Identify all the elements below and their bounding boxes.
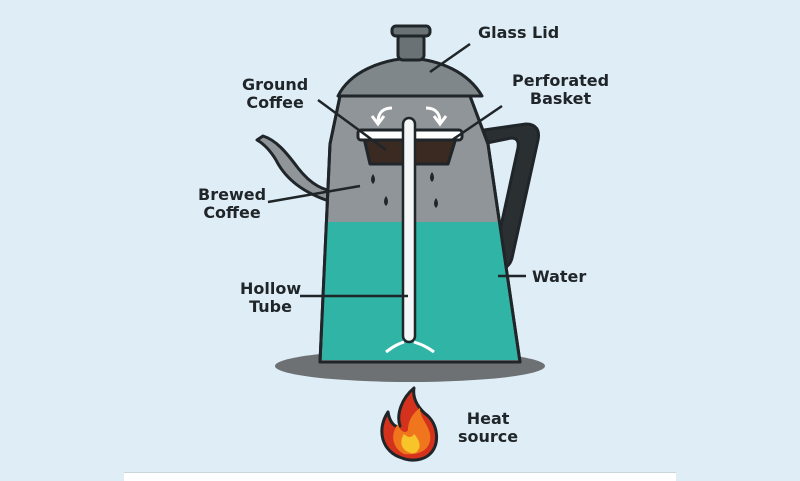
bubble-arrows (385, 340, 435, 354)
label-glass-lid: Glass Lid (478, 23, 560, 42)
hollow-tube (401, 116, 417, 344)
flow-arrow-left (376, 106, 393, 123)
glass-lid (336, 56, 484, 98)
lid-knob (396, 32, 426, 62)
leader-lines (267, 42, 526, 298)
label-ground-coffee: Ground Coffee (242, 75, 309, 112)
label-heat-source: Heat source (458, 409, 519, 446)
label-perforated-basket: Perforated Basket (512, 71, 610, 108)
coffee-drops (371, 172, 438, 208)
water (322, 222, 518, 360)
flow-arrow-right (425, 106, 442, 123)
flame-icon (380, 386, 438, 462)
label-hollow-tube: Hollow Tube (240, 279, 302, 316)
spout (255, 134, 338, 204)
label-brewed-coffee: Brewed Coffee (198, 185, 267, 222)
bottom-strip (124, 472, 676, 481)
label-water: Water (532, 267, 587, 286)
